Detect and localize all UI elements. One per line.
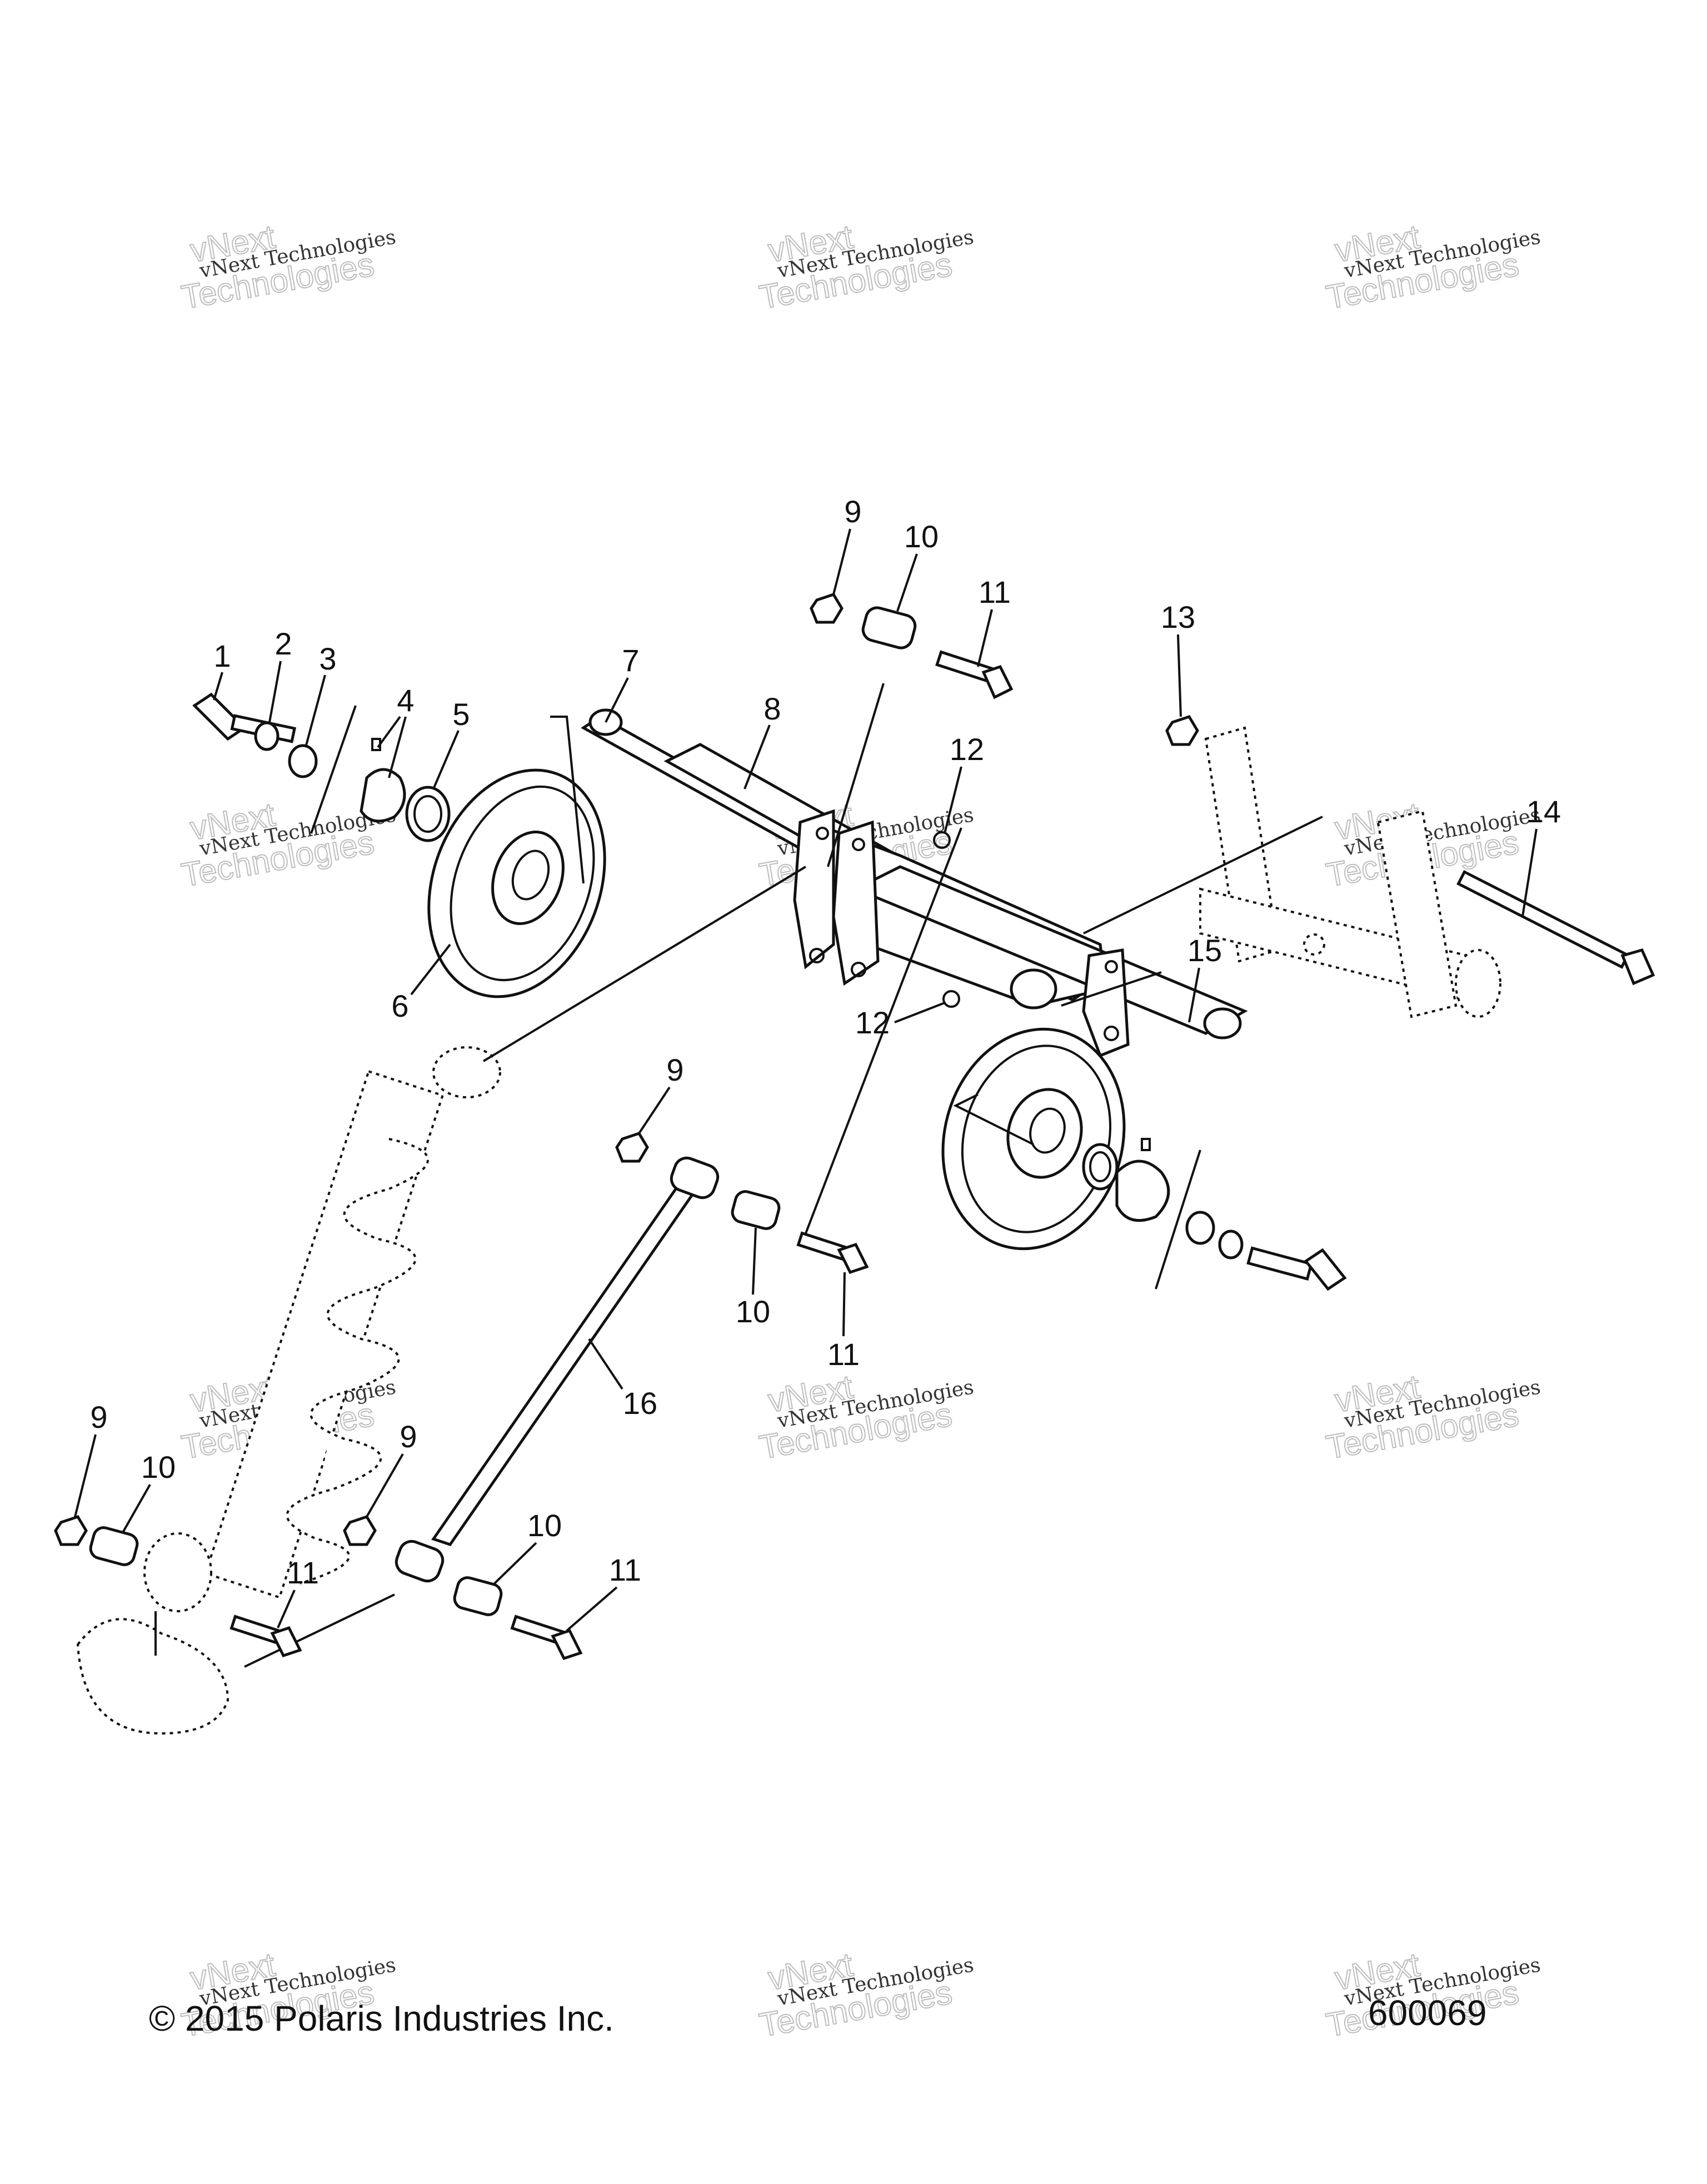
callout-3: 3 [319, 641, 336, 676]
lock-washer-icon [1218, 1230, 1244, 1260]
callout-5: 5 [452, 697, 470, 732]
callout-10-right: 10 [527, 1508, 562, 1543]
lock-washer-icon [254, 721, 279, 751]
bushing-icon [89, 1526, 139, 1566]
callout-9-right: 9 [400, 1419, 417, 1454]
top-hardware [805, 592, 1199, 1234]
idler-wheel-right [941, 1027, 1126, 1251]
watermark: vNext Technologies vNext Technologies [756, 1367, 976, 1467]
flat-washer-icon [288, 744, 318, 778]
diagram-id: 600069 [1368, 1993, 1487, 2033]
callout-1: 1 [213, 638, 231, 673]
callout-9-mid: 9 [666, 1052, 683, 1087]
watermark: vNext Technologies vNext Technologies [1323, 217, 1543, 317]
callout-9: 9 [844, 494, 861, 529]
callout-12: 12 [950, 732, 984, 767]
leader [244, 1593, 395, 1668]
small-nut-icon [942, 990, 960, 1008]
copyright-text: © 2015 Polaris Industries Inc. [149, 1998, 614, 2038]
callout-10: 10 [904, 519, 939, 554]
bushing-icon [453, 1576, 503, 1616]
small-nut-icon [933, 831, 951, 849]
nut-icon [54, 1515, 88, 1546]
o-ring-icon [1082, 1143, 1119, 1191]
axle-arm-assembly [581, 708, 1248, 1058]
cross-tube-end [1203, 1007, 1242, 1039]
callout-10-left: 10 [141, 1450, 176, 1485]
watermark: vNext Technologies vNext Technologies [1323, 1367, 1543, 1467]
link-rod [395, 1156, 720, 1583]
callout-4: 4 [397, 683, 414, 718]
leader-lines [482, 716, 1323, 1146]
phantom-shock-absorber [76, 1046, 501, 1735]
callout-11-right: 11 [609, 1552, 641, 1587]
lower-hardware [54, 1131, 869, 1661]
collar-icon [360, 768, 406, 823]
phantom-frame-bracket [1199, 726, 1501, 1018]
callout-6: 6 [391, 988, 408, 1023]
long-bolt [1456, 869, 1655, 986]
callout-11: 11 [979, 574, 1011, 609]
watermark: vNext Technologies vNext Technologies [756, 1945, 976, 2045]
callout-14: 14 [1526, 794, 1561, 829]
nut-icon [615, 1131, 649, 1163]
callout-9-left: 9 [90, 1400, 107, 1435]
o-ring-icon [405, 786, 451, 842]
watermark: vNext Technologies vNext Technologies [756, 217, 976, 317]
nut-icon [810, 592, 843, 624]
callout-16: 16 [623, 1386, 657, 1421]
callout-7: 7 [622, 643, 639, 678]
nut-icon [1165, 714, 1199, 746]
callout-10-mid: 10 [736, 1294, 770, 1329]
callout-13: 13 [1161, 599, 1195, 634]
callout-8: 8 [763, 691, 781, 726]
flat-washer-icon [1185, 1211, 1215, 1245]
bushing-icon [861, 606, 917, 649]
bushing-icon [731, 1190, 781, 1230]
callout-11-mid: 11 [827, 1337, 860, 1372]
collar-icon [1115, 1160, 1170, 1222]
callout-12-lower: 12 [855, 1005, 890, 1040]
right-hardware [1082, 1138, 1347, 1291]
callout-2: 2 [274, 626, 292, 661]
watermark: vNext Technologies vNext Technologies [178, 217, 398, 317]
nut-icon [343, 1515, 377, 1546]
callouts: 1 2 3 4 5 6 7 8 9 10 11 12 12 13 14 15 9… [74, 494, 1561, 1632]
idler-wheel-left [427, 768, 606, 998]
callout-11-left: 11 [287, 1555, 319, 1590]
left-hardware [192, 692, 451, 842]
callout-15: 15 [1187, 933, 1222, 968]
